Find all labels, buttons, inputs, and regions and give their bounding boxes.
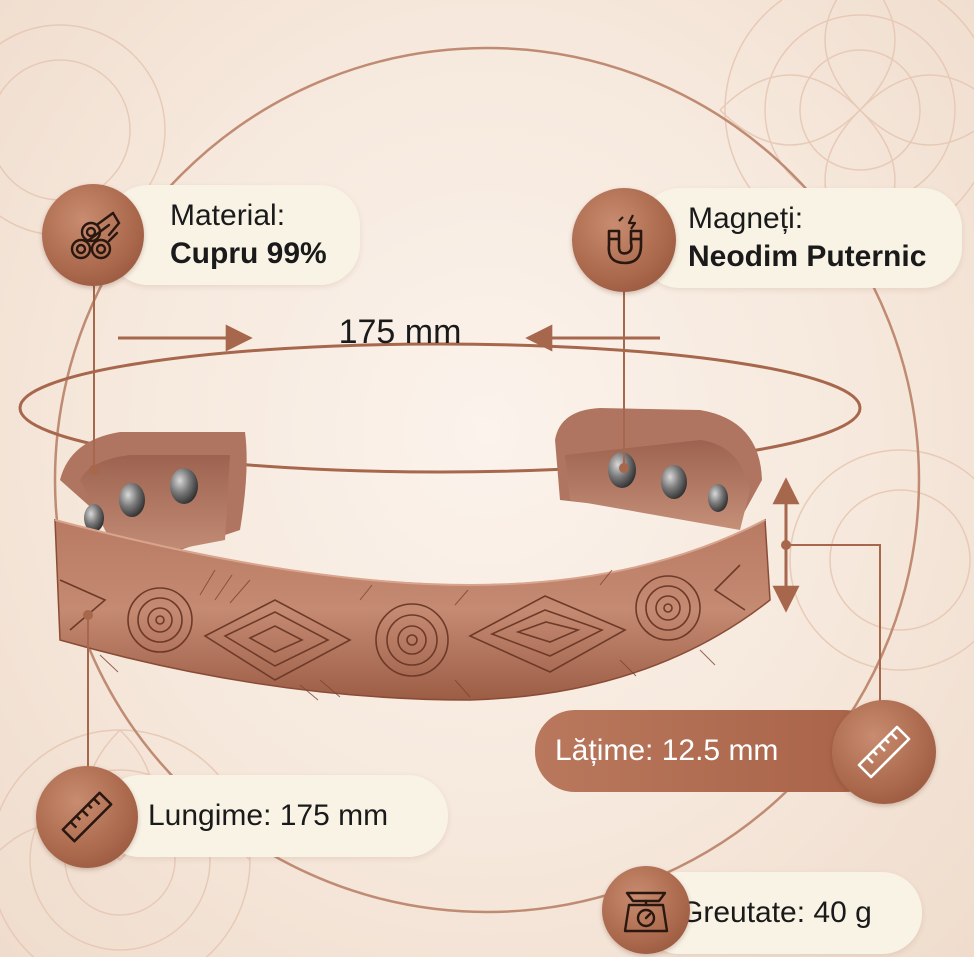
- magnets-callout: Magneți: Neodim Puternic: [640, 188, 962, 288]
- magnets-value: Neodim Puternic: [688, 240, 927, 273]
- weight-badge: [602, 866, 690, 954]
- copper-pipes-icon: [70, 211, 121, 260]
- horseshoe-magnet-icon: [607, 214, 643, 265]
- width-text: Lățime: 12.5 mm: [555, 734, 779, 767]
- circumference-label: 175 mm: [338, 313, 462, 351]
- weight-text: Greutate: 40 g: [680, 896, 872, 929]
- length-badge: [36, 766, 138, 868]
- length-text: Lungime: 175 mm: [148, 799, 389, 832]
- material-callout: Material: Cupru 99%: [108, 185, 360, 285]
- magnets-label: Magneți:: [688, 202, 804, 235]
- ruler-icon: [61, 791, 113, 843]
- bracelet-engraving: [59, 564, 746, 681]
- length-callout: Lungime: 175 mm: [100, 775, 448, 857]
- material-value: Cupru 99%: [170, 237, 327, 270]
- width-callout: Lățime: 12.5 mm: [535, 710, 885, 792]
- material-badge: [42, 184, 144, 286]
- material-label: Material:: [170, 199, 286, 232]
- kitchen-scale-icon: [623, 891, 669, 933]
- ruler-icon: [857, 725, 911, 779]
- width-badge: [832, 700, 936, 804]
- magnets-badge: [572, 188, 676, 292]
- bracelet-magnets: [84, 452, 728, 532]
